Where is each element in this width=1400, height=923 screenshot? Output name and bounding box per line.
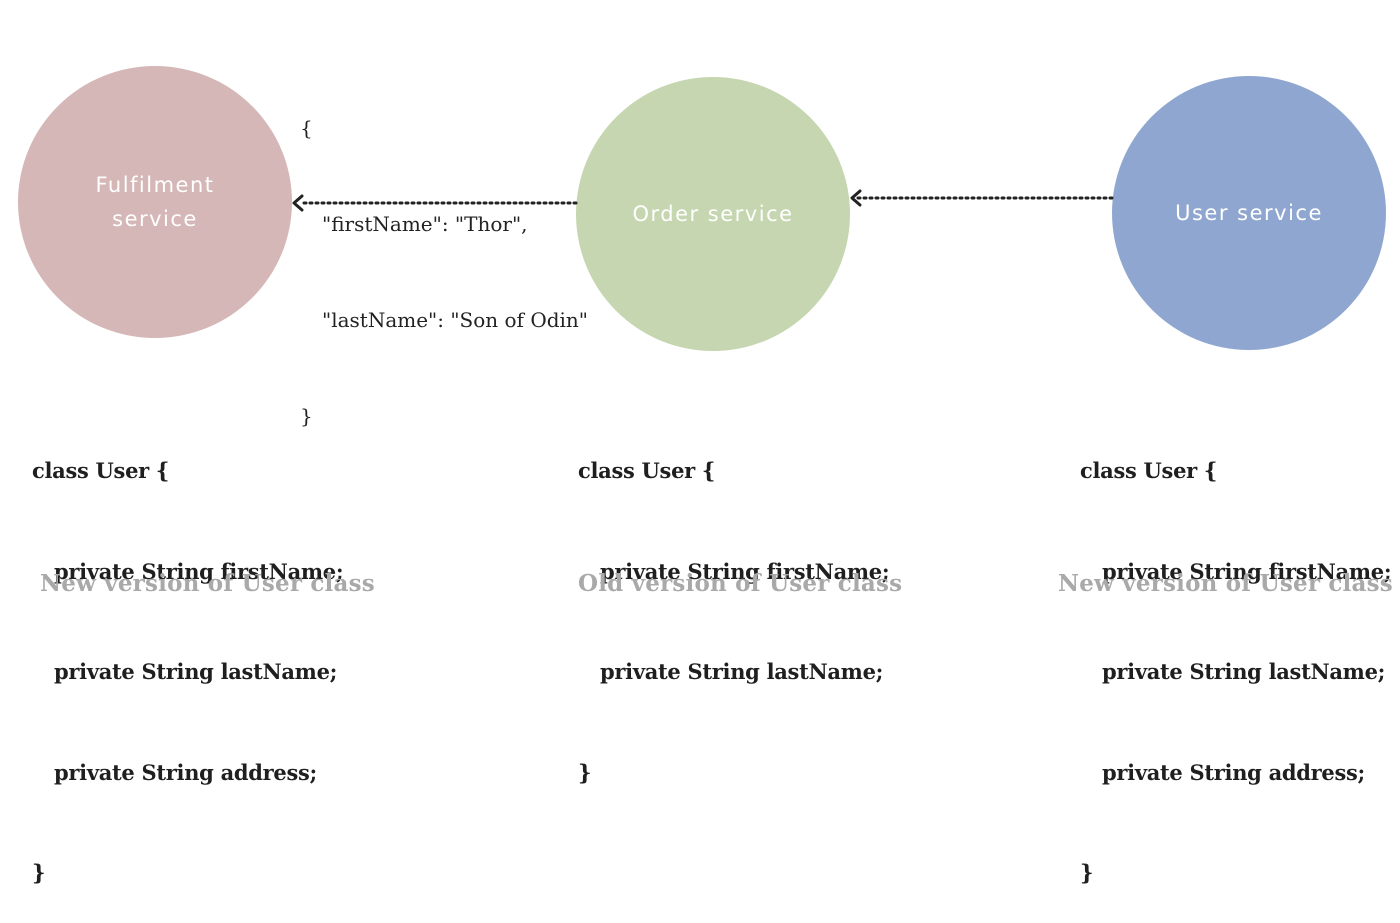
- fulfilment-caption: New version of User class: [40, 570, 375, 597]
- code-line: private String lastName;: [54, 659, 338, 684]
- code-line: }: [32, 860, 46, 885]
- order-user-class-code: class User { private String firstName; p…: [578, 387, 890, 823]
- code-line: private String firstName;: [54, 558, 344, 584]
- json-open-brace: {: [300, 116, 313, 140]
- fulfilment-label-line2: service: [112, 207, 198, 231]
- json-first-name: "firstName": "Thor",: [322, 212, 528, 236]
- code-line: class User {: [578, 458, 716, 483]
- arrows-layer: [292, 189, 1114, 212]
- fulfilment-service-node: Fulfilment service: [18, 66, 292, 338]
- code-line: private String address;: [54, 759, 317, 785]
- arrow-user-to-order: [850, 189, 1114, 207]
- code-line: class User {: [1080, 458, 1218, 483]
- user-user-class-code: class User { private String firstName; p…: [1080, 387, 1392, 923]
- order-service-label: Order service: [632, 202, 794, 226]
- code-line: private String firstName;: [1102, 558, 1392, 584]
- order-caption: Old version of User class: [578, 570, 903, 597]
- fulfilment-label-line1: Fulfilment: [95, 173, 215, 197]
- user-caption: New version of User class: [1058, 570, 1393, 597]
- json-last-name: "lastName": "Son of Odin": [322, 308, 588, 332]
- arrow-order-to-fulfilment: [292, 194, 578, 212]
- order-service-node: Order service: [576, 77, 850, 351]
- json-payload: { "firstName": "Thor", "lastName": "Son …: [300, 48, 588, 464]
- code-line: private String firstName;: [600, 558, 890, 584]
- code-line: private String address;: [1102, 759, 1365, 785]
- fulfilment-service-label: Fulfilment service: [55, 168, 255, 236]
- user-service-node: User service: [1112, 76, 1386, 350]
- user-service-label: User service: [1175, 201, 1323, 225]
- code-line: private String lastName;: [1102, 659, 1386, 684]
- code-line: private String lastName;: [600, 659, 884, 684]
- fulfilment-user-class-code: class User { private String firstName; p…: [32, 387, 344, 923]
- json-close-brace: }: [300, 404, 313, 428]
- code-line: }: [578, 759, 592, 785]
- code-line: class User {: [32, 458, 170, 483]
- code-line: }: [1080, 860, 1094, 885]
